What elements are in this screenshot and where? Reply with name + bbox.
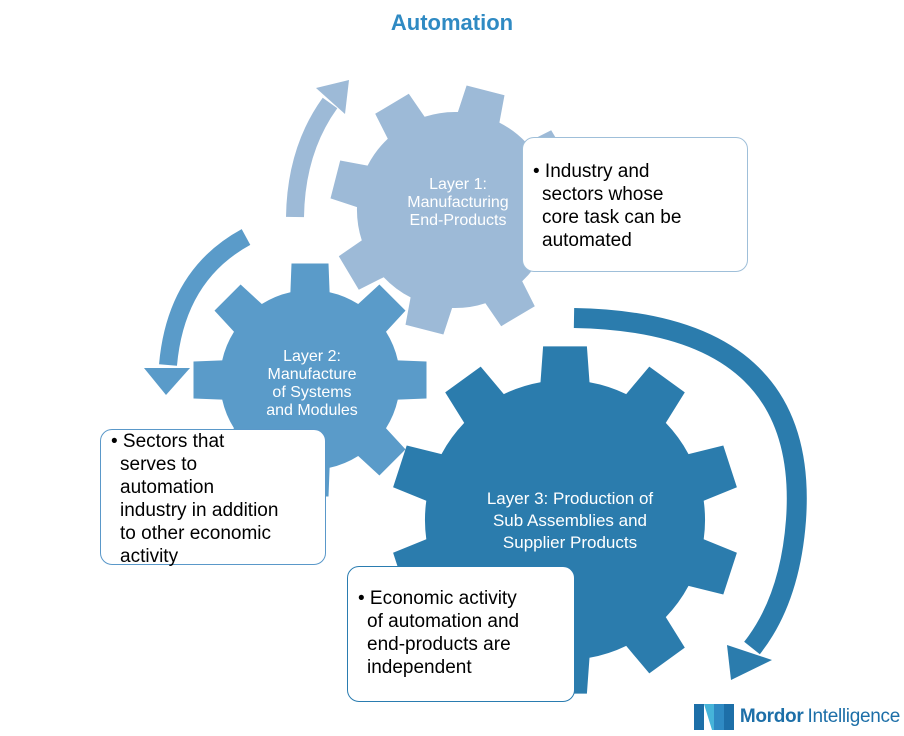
layer2-label: Layer 2: Manufacture of Systems and Modu…: [232, 348, 392, 420]
cycle-arrow-layer1: [286, 97, 338, 218]
layer2-description-box: • Sectors that serves to automation indu…: [100, 429, 326, 567]
logo-word-2: Intelligence: [807, 706, 900, 727]
layer2-description-line: activity: [120, 546, 179, 567]
layer2-description-line: to other economic: [120, 523, 272, 544]
layer2-label-line: Layer 2:: [283, 348, 341, 365]
layer1-label-line: Layer 1:: [429, 176, 487, 193]
layer3-description-box: • Economic activity of automation and en…: [347, 566, 575, 702]
layer2-description-line: industry in addition: [120, 500, 279, 521]
gear-layer1-shape: [330, 85, 580, 335]
layer2-label-line: and Modules: [266, 402, 358, 419]
layer1-description-line: • Industry and: [533, 161, 650, 182]
cycle-arrow-layer2-head: [144, 368, 190, 395]
layer2-description-line: automation: [120, 477, 215, 498]
layer1-label: Layer 1: Manufacturing End-Products: [378, 176, 538, 230]
gear-layer1: [330, 85, 580, 335]
cycle-arrow-layer1-head: [316, 80, 349, 114]
layer3-label-line: Sub Assemblies and: [492, 511, 648, 530]
layer3-label-line: Supplier Products: [502, 533, 638, 552]
logo-word-1: Mordor: [739, 706, 804, 727]
layer1-label-line: Manufacturing: [407, 194, 509, 211]
layer2-description-line: serves to: [120, 454, 198, 475]
layer2-description-line: • Sectors that: [111, 431, 225, 452]
layer3-label: Layer 3: Production of Sub Assemblies an…: [450, 488, 690, 554]
layer1-description-line: core task can be: [542, 207, 682, 228]
layer3-label-line: Layer 3: Production of: [486, 489, 654, 508]
mordor-intelligence-logo-icon: [693, 704, 734, 730]
layer1-description-box: • Industry and sectors whose core task c…: [522, 137, 748, 272]
layer3-description-line: independent: [367, 657, 472, 678]
cycle-arrow-layer3: [573, 308, 807, 655]
layer3-description-line: of automation and: [367, 611, 520, 632]
layer2-label-line: Manufacture: [267, 366, 357, 383]
layer3-description-line: end-products are: [367, 634, 511, 655]
layer1-description-line: sectors whose: [542, 184, 664, 205]
cycle-arrow-layer2: [159, 229, 251, 366]
layer2-label-line: of Systems: [272, 384, 352, 401]
diagram-title: Automation: [390, 10, 514, 35]
layer3-description-line: • Economic activity: [358, 588, 517, 609]
layer1-description-line: automated: [542, 230, 632, 251]
cycle-arrow-layer3-head: [727, 645, 772, 680]
layer1-label-line: End-Products: [409, 212, 507, 229]
